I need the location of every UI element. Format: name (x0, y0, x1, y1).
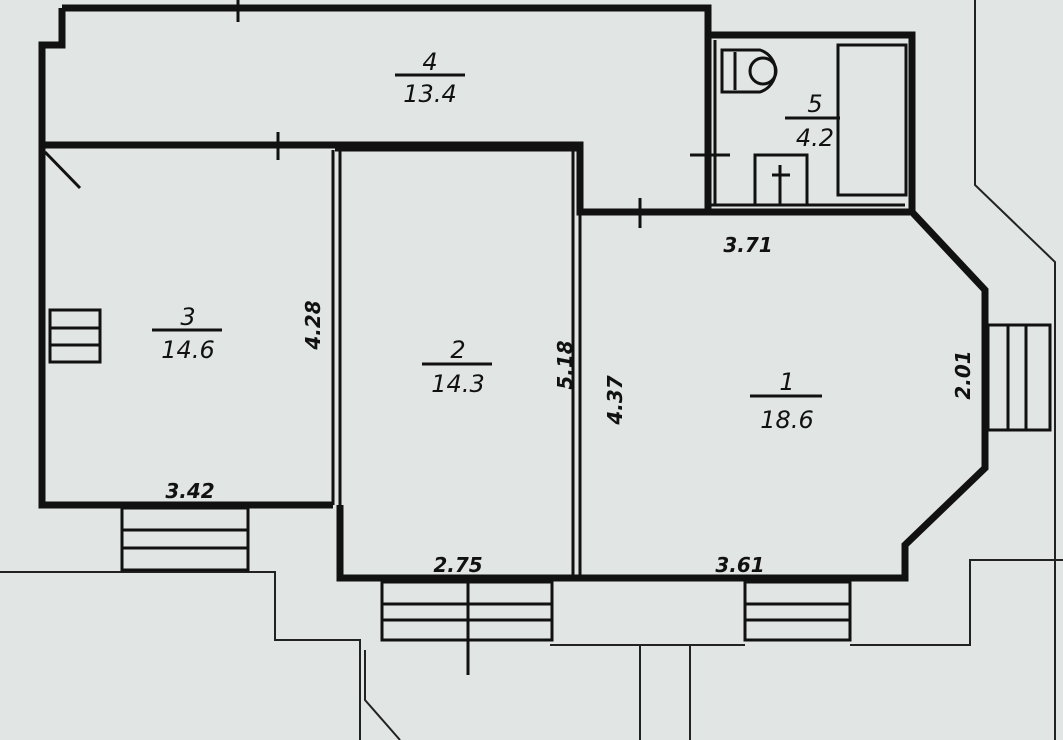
dim-room2-right: 5.18 (553, 340, 577, 389)
radiator-icon (48, 308, 102, 364)
dim-room1-bottom: 3.61 (715, 553, 764, 577)
svg-text:3: 3 (180, 303, 195, 331)
dim-room1-right: 2.01 (951, 350, 975, 399)
svg-text:14.3: 14.3 (431, 370, 484, 398)
dim-room2-bottom: 2.75 (433, 553, 482, 577)
svg-text:5: 5 (807, 90, 822, 118)
door-marks (43, 0, 730, 675)
dim-room1-left: 4.37 (603, 375, 627, 425)
room-label-5: 5 4.2 (785, 90, 840, 152)
toilet-icon (720, 48, 778, 94)
sink-icon (753, 153, 809, 207)
room-label-3: 3 14.6 (152, 303, 222, 364)
dim-room3-right: 4.28 (301, 300, 325, 350)
room-label-4: 4 13.4 (395, 48, 465, 108)
room-label-1: 1 18.6 (750, 368, 822, 434)
svg-text:4.2: 4.2 (796, 124, 834, 152)
svg-text:1: 1 (779, 368, 794, 396)
bathtub-icon (836, 43, 908, 197)
svg-text:13.4: 13.4 (403, 80, 456, 108)
dimensions: 3.71 3.61 4.37 2.01 5.18 2.75 4.28 3.42 (165, 233, 975, 577)
svg-text:2: 2 (450, 336, 465, 364)
svg-text:18.6: 18.6 (760, 406, 813, 434)
svg-text:4: 4 (422, 48, 437, 76)
windows (120, 323, 1052, 642)
dim-room3-bottom: 3.42 (165, 479, 214, 503)
room-label-2: 2 14.3 (422, 336, 492, 398)
svg-text:14.6: 14.6 (161, 336, 214, 364)
dim-room1-top: 3.71 (723, 233, 772, 257)
walls (38, 4, 989, 582)
